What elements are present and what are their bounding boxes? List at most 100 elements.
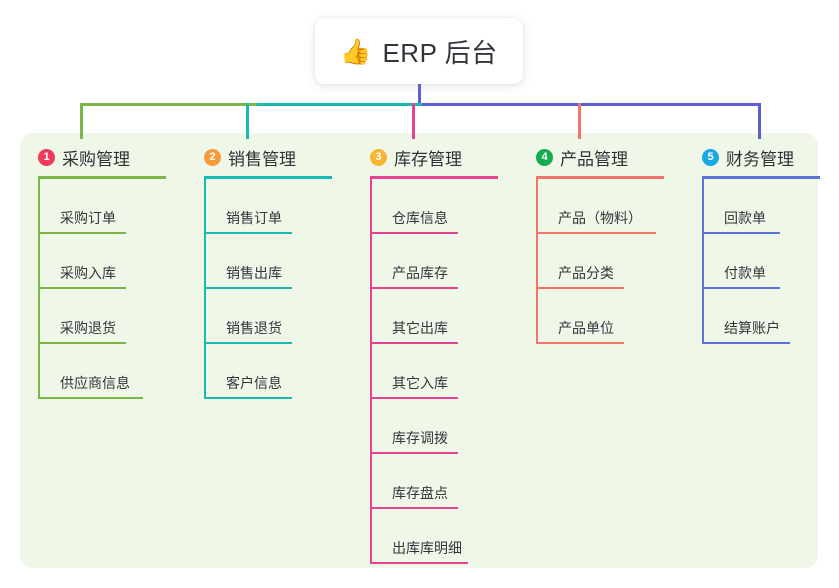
branch-column-5: 5 财务管理回款单付款单结算账户 xyxy=(684,143,820,344)
item-rail xyxy=(370,234,372,289)
branch-header-rule xyxy=(370,176,498,179)
list-item[interactable]: 回款单 xyxy=(702,179,780,234)
root-stem-upper xyxy=(418,84,421,106)
item-label: 付款单 xyxy=(724,265,766,281)
item-rail xyxy=(38,289,40,344)
item-label: 采购入库 xyxy=(60,265,116,281)
branch-column-2: 2 销售管理销售订单销售出库销售退货客户信息 xyxy=(186,143,332,399)
item-label: 产品库存 xyxy=(392,265,448,281)
item-underline xyxy=(536,287,624,289)
bus-segment-2 xyxy=(257,103,422,106)
item-rail xyxy=(370,509,372,564)
item-rail xyxy=(38,179,40,234)
item-rail xyxy=(370,289,372,344)
branch-header-rule xyxy=(204,176,332,179)
item-label: 库存调拨 xyxy=(392,430,448,446)
list-item[interactable]: 库存盘点 xyxy=(370,454,458,509)
branch-number-badge: 1 xyxy=(38,149,55,166)
branch-header-2[interactable]: 2 销售管理 xyxy=(186,143,296,172)
item-label: 产品（物料） xyxy=(558,210,642,226)
branch-number-badge: 5 xyxy=(702,149,719,166)
item-rail xyxy=(370,399,372,454)
list-item[interactable]: 出库库明细 xyxy=(370,509,468,564)
item-label: 其它出库 xyxy=(392,320,448,336)
item-rail xyxy=(702,179,704,234)
item-label: 产品分类 xyxy=(558,265,614,281)
list-item[interactable]: 库存调拨 xyxy=(370,399,458,454)
root-node-erp-backend[interactable]: 👍 ERP 后台 xyxy=(315,18,523,84)
item-label: 销售退货 xyxy=(226,320,282,336)
item-underline xyxy=(204,342,292,344)
branch-item-list: 仓库信息产品库存其它出库其它入库库存调拨库存盘点出库库明细 xyxy=(370,179,468,564)
list-item[interactable]: 产品库存 xyxy=(370,234,458,289)
item-label: 客户信息 xyxy=(226,375,282,391)
list-item[interactable]: 其它入库 xyxy=(370,344,458,399)
item-underline xyxy=(370,562,468,564)
branch-title: 产品管理 xyxy=(560,150,628,169)
item-underline xyxy=(38,232,126,234)
list-item[interactable]: 产品单位 xyxy=(536,289,624,344)
list-item[interactable]: 销售退货 xyxy=(204,289,292,344)
list-item[interactable]: 销售出库 xyxy=(204,234,292,289)
branch-header-rule xyxy=(38,176,166,179)
branch-item-list: 回款单付款单结算账户 xyxy=(702,179,790,344)
item-underline xyxy=(204,232,292,234)
item-underline xyxy=(702,342,790,344)
item-underline xyxy=(370,232,458,234)
item-label: 销售订单 xyxy=(226,210,282,226)
item-label: 供应商信息 xyxy=(60,375,130,391)
list-item[interactable]: 销售订单 xyxy=(204,179,292,234)
item-rail xyxy=(204,289,206,344)
item-label: 采购退货 xyxy=(60,320,116,336)
branch-item-list: 产品（物料） 产品分类产品单位 xyxy=(536,179,656,344)
branch-number-badge: 3 xyxy=(370,149,387,166)
branch-title: 库存管理 xyxy=(394,150,462,169)
item-rail xyxy=(204,179,206,234)
item-rail xyxy=(38,344,40,399)
branch-number-badge: 2 xyxy=(204,149,221,166)
list-item[interactable]: 采购入库 xyxy=(38,234,126,289)
list-item[interactable]: 客户信息 xyxy=(204,344,292,399)
branch-drop-1 xyxy=(80,103,83,139)
list-item[interactable]: 采购退货 xyxy=(38,289,126,344)
list-item[interactable]: 仓库信息 xyxy=(370,179,458,234)
item-label: 销售出库 xyxy=(226,265,282,281)
branch-title: 销售管理 xyxy=(228,150,296,169)
item-underline xyxy=(370,452,458,454)
list-item[interactable]: 产品分类 xyxy=(536,234,624,289)
item-label: 库存盘点 xyxy=(392,485,448,501)
list-item[interactable]: 其它出库 xyxy=(370,289,458,344)
branch-header-rule xyxy=(702,176,820,179)
item-underline xyxy=(38,342,126,344)
branch-title: 财务管理 xyxy=(726,150,794,169)
item-rail xyxy=(536,234,538,289)
item-label: 回款单 xyxy=(724,210,766,226)
list-item[interactable]: 结算账户 xyxy=(702,289,790,344)
thumbs-up-icon: 👍 xyxy=(340,36,372,66)
item-rail xyxy=(536,289,538,344)
item-rail xyxy=(204,344,206,399)
item-underline xyxy=(370,287,458,289)
item-underline xyxy=(38,287,126,289)
item-underline xyxy=(536,342,624,344)
item-rail xyxy=(370,454,372,509)
branch-header-5[interactable]: 5 财务管理 xyxy=(684,143,794,172)
item-rail xyxy=(370,179,372,234)
list-item[interactable]: 产品（物料） xyxy=(536,179,656,234)
item-underline xyxy=(702,287,780,289)
branch-header-3[interactable]: 3 库存管理 xyxy=(352,143,462,172)
branch-column-3: 3 库存管理仓库信息产品库存其它出库其它入库库存调拨库存盘点出库库明细 xyxy=(352,143,498,564)
item-rail xyxy=(702,234,704,289)
branch-drop-5 xyxy=(758,103,761,139)
item-rail xyxy=(702,289,704,344)
item-underline xyxy=(370,342,458,344)
item-label: 仓库信息 xyxy=(392,210,448,226)
item-underline xyxy=(38,397,143,399)
list-item[interactable]: 供应商信息 xyxy=(38,344,143,399)
list-item[interactable]: 付款单 xyxy=(702,234,780,289)
list-item[interactable]: 采购订单 xyxy=(38,179,126,234)
